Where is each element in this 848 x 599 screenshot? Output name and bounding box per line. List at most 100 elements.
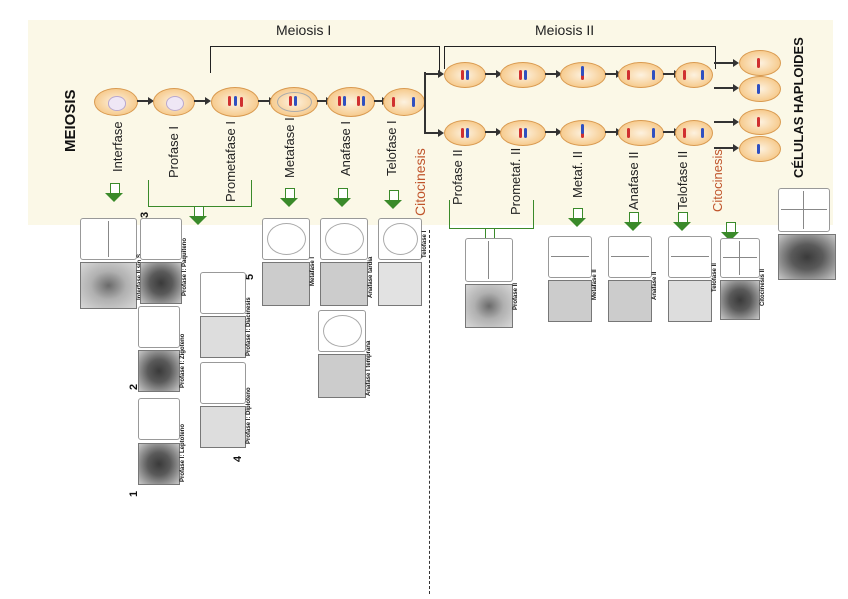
caption-anafase-temprana: Anafase I temprana — [366, 340, 372, 396]
arrow-split-top — [425, 70, 444, 78]
photo-metafase-i — [262, 262, 310, 306]
photo-citocinesis-ii — [720, 280, 760, 320]
arrow-1 — [137, 97, 154, 105]
haploid-cell-2 — [739, 76, 781, 102]
arrow-h1 — [714, 59, 739, 67]
diagram-diploteno — [200, 362, 246, 404]
diagram-telofase-ii — [668, 236, 712, 278]
caption-telofase-i: Telofase I — [422, 230, 428, 258]
diagram-telofase-i — [378, 218, 422, 260]
photo-diploteno — [200, 406, 246, 448]
cell-anafase-i — [327, 87, 375, 117]
caption-anafase-tardia: Anafase tardia — [368, 256, 374, 298]
haploid-cell-1 — [739, 50, 781, 76]
diagram-anafase-temprana — [318, 310, 366, 352]
arrow-h4 — [714, 144, 739, 152]
arrow-2 — [194, 97, 211, 105]
label-telofase-i: Telofase I — [384, 120, 399, 176]
caption-leptoteno: Profase I: Leptoteno — [180, 423, 186, 482]
arrow-3 — [258, 97, 275, 105]
label-interfase: Interfase — [110, 121, 125, 172]
caption-diploteno: Profase I: Diploteno — [246, 387, 252, 444]
caption-diacinesis: Profase I: Diacinesis — [246, 297, 252, 356]
celulas-haploides-label: CÉLULAS HAPLOIDES — [791, 37, 806, 178]
number-1: 1 — [128, 490, 140, 497]
cell-metaf-ii-top — [560, 62, 606, 88]
label-metaf-ii: Metaf. II — [570, 151, 585, 198]
cell-telofase-ii-top — [675, 62, 713, 88]
cell-profase-ii-top — [444, 62, 486, 88]
photo-zigoteno — [138, 350, 180, 392]
diagram-metafase-i — [262, 218, 310, 260]
caption-metafase-ii: Metafase II — [592, 269, 598, 300]
diagram-metafase-ii — [548, 236, 592, 278]
cell-prometafase-i — [211, 87, 259, 117]
label-citocinesis-i: Citocinesis — [412, 148, 428, 216]
arrow-4 — [317, 97, 332, 105]
arrow-ii-8 — [663, 128, 680, 136]
caption-citocinesis-ii: Citocinesis II — [760, 268, 766, 306]
caption-metafase-i: Metafase I — [310, 256, 316, 286]
photo-anafase-tardia — [320, 262, 368, 306]
green-bracket-profase-ii — [449, 200, 534, 229]
haploid-cell-3 — [739, 109, 781, 135]
caption-anafase-ii: Anafase II — [652, 271, 658, 300]
photo-telofase-i — [378, 262, 422, 306]
photo-anafase-temprana — [318, 354, 366, 398]
meiosis-i-bracket — [210, 46, 440, 73]
diagram-anafase-tardia — [320, 218, 368, 260]
arrow-ii-6 — [545, 128, 562, 136]
cell-profase-i — [153, 88, 195, 116]
arrow-h2 — [714, 84, 739, 92]
green-bracket-profase-i — [148, 180, 252, 207]
arrow-split-bottom — [425, 129, 444, 137]
caption-profase-ii: Profase II — [513, 282, 519, 310]
meiosis-ii-title: Meiosis II — [535, 22, 595, 38]
cell-profase-ii-bottom — [444, 120, 486, 146]
cell-prometaf-ii-bottom — [500, 120, 546, 146]
photo-haploid-cells — [778, 234, 836, 280]
label-profase-ii: Profase II — [450, 149, 465, 205]
arrow-5 — [374, 97, 388, 105]
cell-anafase-ii-top — [618, 62, 664, 88]
diagram-interfase — [80, 218, 137, 260]
label-telofase-ii: Telofase II — [675, 150, 690, 210]
photo-profase-ii — [465, 284, 513, 328]
caption-paquiteno: Profase I: Paquiteno — [182, 237, 188, 296]
diagram-citocinesis-ii — [720, 238, 760, 278]
split-line — [424, 72, 426, 134]
arrow-ii-4 — [663, 70, 680, 78]
arrow-ii-5 — [485, 128, 502, 136]
label-profase-i: Profase I — [166, 125, 181, 178]
diagram-leptoteno — [138, 398, 180, 440]
diagram-diacinesis — [200, 272, 246, 314]
cell-telofase-ii-bottom — [675, 120, 713, 146]
photo-interfase — [80, 262, 137, 309]
number-2: 2 — [128, 383, 140, 390]
photo-diacinesis — [200, 316, 246, 358]
arrow-ii-3 — [605, 70, 622, 78]
dashed-divider — [429, 230, 430, 594]
cell-metafase-i — [270, 87, 318, 117]
label-anafase-ii: Anafase II — [626, 151, 641, 210]
cell-metaf-ii-bottom — [560, 120, 606, 146]
meiosis-side-label: MEIOSIS — [62, 89, 79, 152]
label-anafase-i: Anafase I — [338, 121, 353, 176]
diagram-anafase-ii — [608, 236, 652, 278]
arrow-h3 — [714, 118, 739, 126]
number-4: 4 — [232, 455, 244, 462]
label-citocinesis-ii: Citocinesis — [710, 149, 725, 212]
photo-leptoteno — [138, 443, 180, 485]
label-metafase-i: Metafase I — [282, 117, 297, 178]
cell-prometaf-ii-top — [500, 62, 546, 88]
caption-telofase-ii: Telofase II — [712, 263, 718, 292]
haploid-cell-4 — [739, 136, 781, 162]
photo-metafase-ii — [548, 280, 592, 322]
diagram-paquiteno — [140, 218, 182, 260]
arrow-ii-7 — [605, 128, 622, 136]
meiosis-ii-bracket — [444, 46, 716, 69]
caption-zigoteno: Profase I: Zigoteno — [180, 333, 186, 388]
diagram-profase-ii — [465, 238, 513, 282]
arrow-ii-2 — [545, 70, 562, 78]
cell-telofase-i — [383, 88, 425, 116]
